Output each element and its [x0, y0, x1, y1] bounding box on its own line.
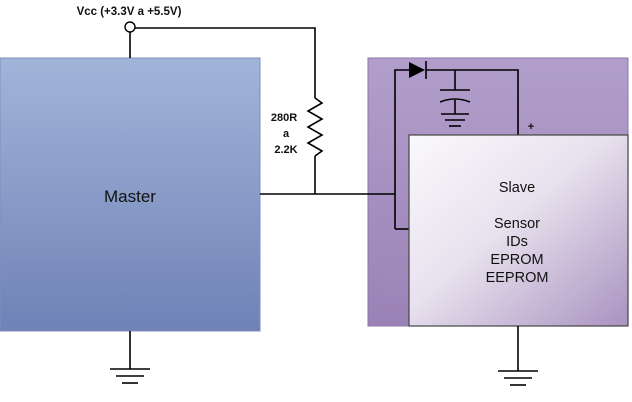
- slave-function-eeprom: EEPROM: [486, 270, 549, 286]
- capacitor-ground-icon: [441, 113, 469, 127]
- resistor-value-line3: 2.2K: [274, 144, 297, 156]
- resistor-value-line2: a: [283, 128, 290, 140]
- slave-ground-icon: [498, 326, 538, 386]
- master-label: Master: [104, 187, 156, 206]
- plus-label: +: [528, 121, 534, 133]
- slave-chip: [408, 134, 629, 327]
- slave-function-sensor: Sensor: [494, 216, 540, 232]
- resistor-icon: [306, 97, 324, 157]
- vcc-wire: [129, 27, 316, 98]
- slave-title: Slave: [499, 180, 535, 196]
- diode-icon: [409, 61, 427, 79]
- slave-function-eprom: EPROM: [490, 252, 543, 268]
- data-line-wire: [260, 156, 395, 195]
- resistor-value-line1: 280R: [271, 112, 297, 124]
- slave-internal-wiring: [394, 69, 519, 230]
- slave-function-ids: IDs: [506, 234, 528, 250]
- capacitor-icon: [439, 70, 471, 114]
- vcc-terminal-icon: [124, 21, 136, 33]
- master-block: [0, 57, 261, 332]
- vcc-label: Vcc (+3.3V a +5.5V): [77, 6, 182, 18]
- master-ground-icon: [110, 331, 150, 384]
